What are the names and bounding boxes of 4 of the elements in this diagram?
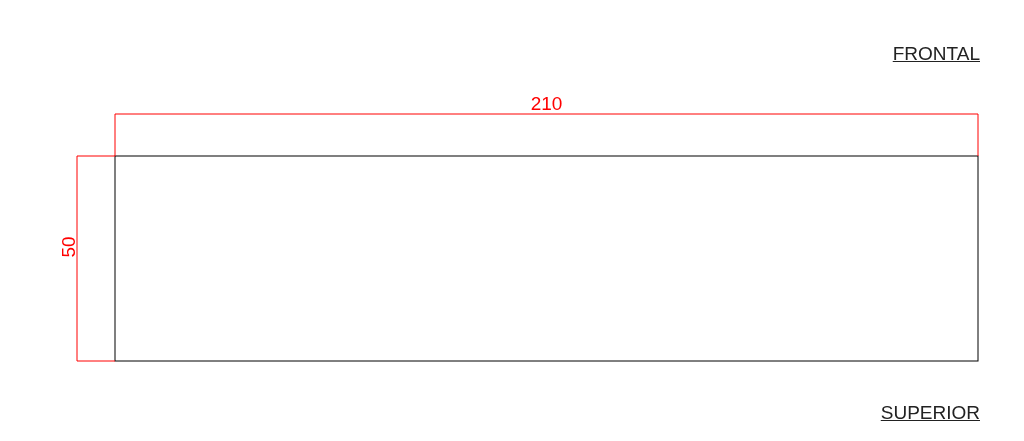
view-label: SUPERIOR — [880, 403, 980, 422]
dimension-text: 50 — [58, 235, 78, 258]
view-label: FRONTAL — [892, 44, 980, 63]
dimension-text: 210 — [530, 93, 563, 113]
